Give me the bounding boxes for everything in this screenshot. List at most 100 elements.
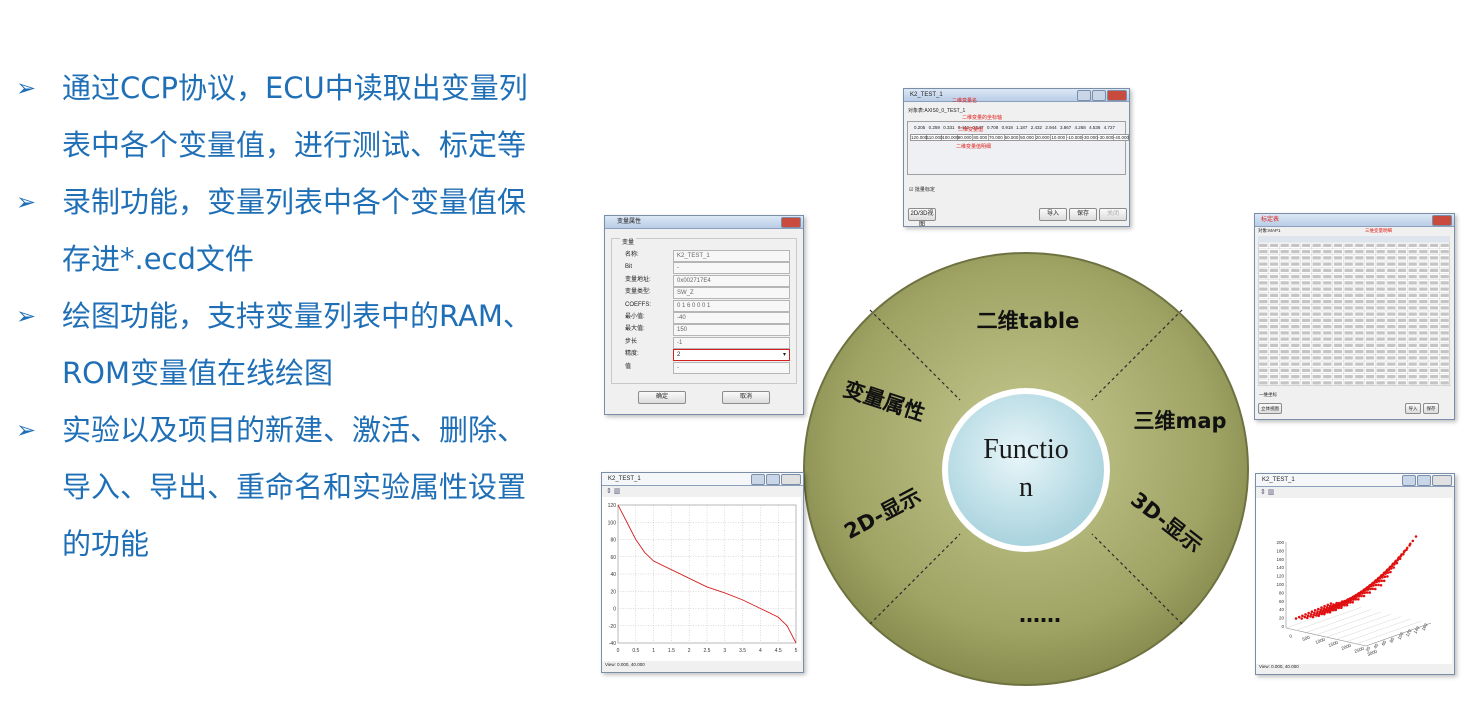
axis-cell[interactable]: 0.205 bbox=[914, 125, 926, 130]
cell-text-mark bbox=[1344, 362, 1353, 366]
save-button[interactable]: 保存 bbox=[1069, 208, 1097, 221]
prop-label: Bit bbox=[625, 264, 633, 271]
axis-cell[interactable]: 0.918 bbox=[1001, 125, 1013, 130]
cell-text-mark bbox=[1323, 337, 1332, 341]
ok-button[interactable]: 确定 bbox=[638, 391, 686, 404]
cancel-button[interactable]: 取消 bbox=[722, 391, 770, 404]
cell-text-mark bbox=[1269, 337, 1279, 341]
cell-text-mark bbox=[1440, 300, 1449, 304]
prop-value[interactable]: SW_Z bbox=[673, 287, 790, 300]
prop-value[interactable]: - bbox=[673, 361, 790, 374]
maximize-icon[interactable] bbox=[1417, 475, 1431, 486]
cell-text-mark bbox=[1408, 281, 1417, 285]
cell-text-mark bbox=[1259, 337, 1268, 341]
value-cell[interactable]: 50.000 bbox=[1020, 135, 1036, 140]
cell-text-mark bbox=[1419, 331, 1428, 335]
value-cell[interactable]: 70.000 bbox=[988, 135, 1005, 140]
cell-text-mark bbox=[1323, 281, 1332, 285]
minimize-icon[interactable] bbox=[1077, 90, 1091, 101]
axis-cell[interactable]: 4.268 bbox=[1074, 125, 1086, 130]
axis-cell[interactable]: 0.708 bbox=[986, 125, 999, 130]
map3d-titlebar[interactable]: 标定表 bbox=[1255, 214, 1454, 227]
axis-cell[interactable]: 2.944 bbox=[1045, 125, 1057, 130]
value-cell[interactable]: 60.000 bbox=[1004, 135, 1021, 140]
value-cell[interactable]: -30.000 bbox=[1098, 135, 1114, 140]
value-cell[interactable]: 20.000 bbox=[1035, 135, 1052, 140]
map3d-view-button[interactable]: 立体视图 bbox=[1258, 403, 1282, 414]
cell-text-mark bbox=[1291, 331, 1300, 335]
surface-point bbox=[1357, 598, 1360, 601]
table2d-titlebar[interactable]: K2_TEST_1 bbox=[904, 89, 1129, 102]
import-button[interactable]: 导入 bbox=[1039, 208, 1067, 221]
value-cell[interactable]: -10.000 bbox=[1066, 135, 1083, 140]
cell-text-mark bbox=[1429, 318, 1439, 322]
close-icon[interactable] bbox=[1432, 215, 1452, 226]
view-2d3d-button[interactable]: 2D/3D视图 bbox=[908, 208, 936, 226]
axis-cell[interactable]: 0.442 bbox=[957, 125, 970, 130]
cell-text-mark bbox=[1291, 375, 1300, 379]
axis-cell[interactable]: 0.547 bbox=[972, 125, 984, 130]
prop-value[interactable]: K2_TEST_1 bbox=[673, 250, 790, 262]
cell-text-mark bbox=[1280, 306, 1289, 310]
cell-text-mark bbox=[1376, 356, 1385, 360]
value-cell[interactable]: -40.000 bbox=[1113, 135, 1129, 140]
close-button[interactable]: 关闭 bbox=[1099, 208, 1127, 221]
plot2d-toolbar: ⇕ ▥ bbox=[606, 488, 621, 495]
plot3d-titlebar[interactable]: K2_TEST_1 bbox=[1256, 474, 1454, 487]
cell-text-mark bbox=[1355, 250, 1364, 254]
prop-value[interactable]: 150 bbox=[673, 324, 790, 337]
props-titlebar[interactable]: 变量属性 bbox=[605, 216, 803, 229]
prop-value[interactable]: 0x002717E4 bbox=[673, 274, 790, 287]
value-cell[interactable]: 110.000 bbox=[926, 135, 943, 140]
prop-value[interactable]: -40 bbox=[673, 312, 790, 324]
axis-cell[interactable]: 0.331 bbox=[943, 125, 955, 130]
value-cell[interactable]: -30.000 bbox=[1082, 135, 1099, 140]
prop-value[interactable]: - bbox=[673, 262, 790, 275]
surface-point bbox=[1307, 611, 1310, 615]
value-cell[interactable]: 90.000 bbox=[957, 135, 974, 140]
cell-text-mark bbox=[1387, 331, 1396, 335]
map3d-import-button[interactable]: 导入 bbox=[1405, 403, 1421, 414]
minimize-icon[interactable] bbox=[751, 474, 765, 485]
close-icon[interactable] bbox=[781, 217, 801, 228]
axis-cell[interactable]: 4.536 bbox=[1089, 125, 1101, 130]
axis-cell[interactable]: 2.432 bbox=[1030, 125, 1043, 130]
segment-right-label: 三维map bbox=[1133, 409, 1226, 433]
axis-cell[interactable]: 4.727 bbox=[1103, 125, 1115, 130]
close-icon[interactable] bbox=[781, 474, 801, 485]
chevron-down-icon[interactable]: ▾ bbox=[782, 352, 786, 359]
table2d-checkbox[interactable]: ☑ 批量标定 bbox=[909, 187, 935, 193]
map3d-save-button[interactable]: 保存 bbox=[1423, 403, 1439, 414]
cell-text-mark bbox=[1397, 281, 1407, 285]
value-cell[interactable]: 100.000 bbox=[942, 135, 959, 140]
close-icon[interactable] bbox=[1107, 90, 1127, 101]
cell-text-mark bbox=[1397, 293, 1407, 297]
minimize-icon[interactable] bbox=[1402, 475, 1416, 486]
prop-label: 变量地址: bbox=[625, 276, 651, 283]
cell-text-mark bbox=[1259, 325, 1268, 329]
axis-cell[interactable]: 3.867 bbox=[1059, 125, 1072, 130]
cell-text-mark bbox=[1419, 337, 1428, 341]
value-cell[interactable]: 10.000 bbox=[1051, 135, 1067, 140]
plot2d-titlebar[interactable]: K2_TEST_1 bbox=[602, 473, 803, 486]
prop-value[interactable]: 0 1 6 0 0 0 1 bbox=[673, 299, 790, 312]
cell-text-mark bbox=[1408, 318, 1417, 322]
surface-point bbox=[1341, 600, 1344, 603]
y-tick-label: 160 bbox=[1421, 622, 1429, 631]
close-icon[interactable] bbox=[1432, 475, 1452, 486]
cell-text-mark bbox=[1440, 325, 1449, 329]
maximize-icon[interactable] bbox=[766, 474, 780, 485]
cell-text-mark bbox=[1291, 312, 1300, 316]
prop-value[interactable]: 2▾ bbox=[673, 349, 790, 362]
value-cell[interactable]: 80.000 bbox=[973, 135, 989, 140]
axis-cell[interactable]: 0.259 bbox=[928, 125, 940, 130]
cell-text-mark bbox=[1429, 356, 1439, 360]
cell-text-mark bbox=[1259, 343, 1268, 347]
prop-value[interactable]: -1 bbox=[673, 336, 790, 349]
surface-point bbox=[1294, 617, 1298, 620]
value-cell[interactable]: 120.000 bbox=[911, 135, 928, 140]
z-tick-label: 40 bbox=[1279, 607, 1285, 612]
maximize-icon[interactable] bbox=[1092, 90, 1106, 101]
axis-cell[interactable]: 1.187 bbox=[1016, 125, 1028, 130]
cell-text-mark bbox=[1269, 281, 1279, 285]
